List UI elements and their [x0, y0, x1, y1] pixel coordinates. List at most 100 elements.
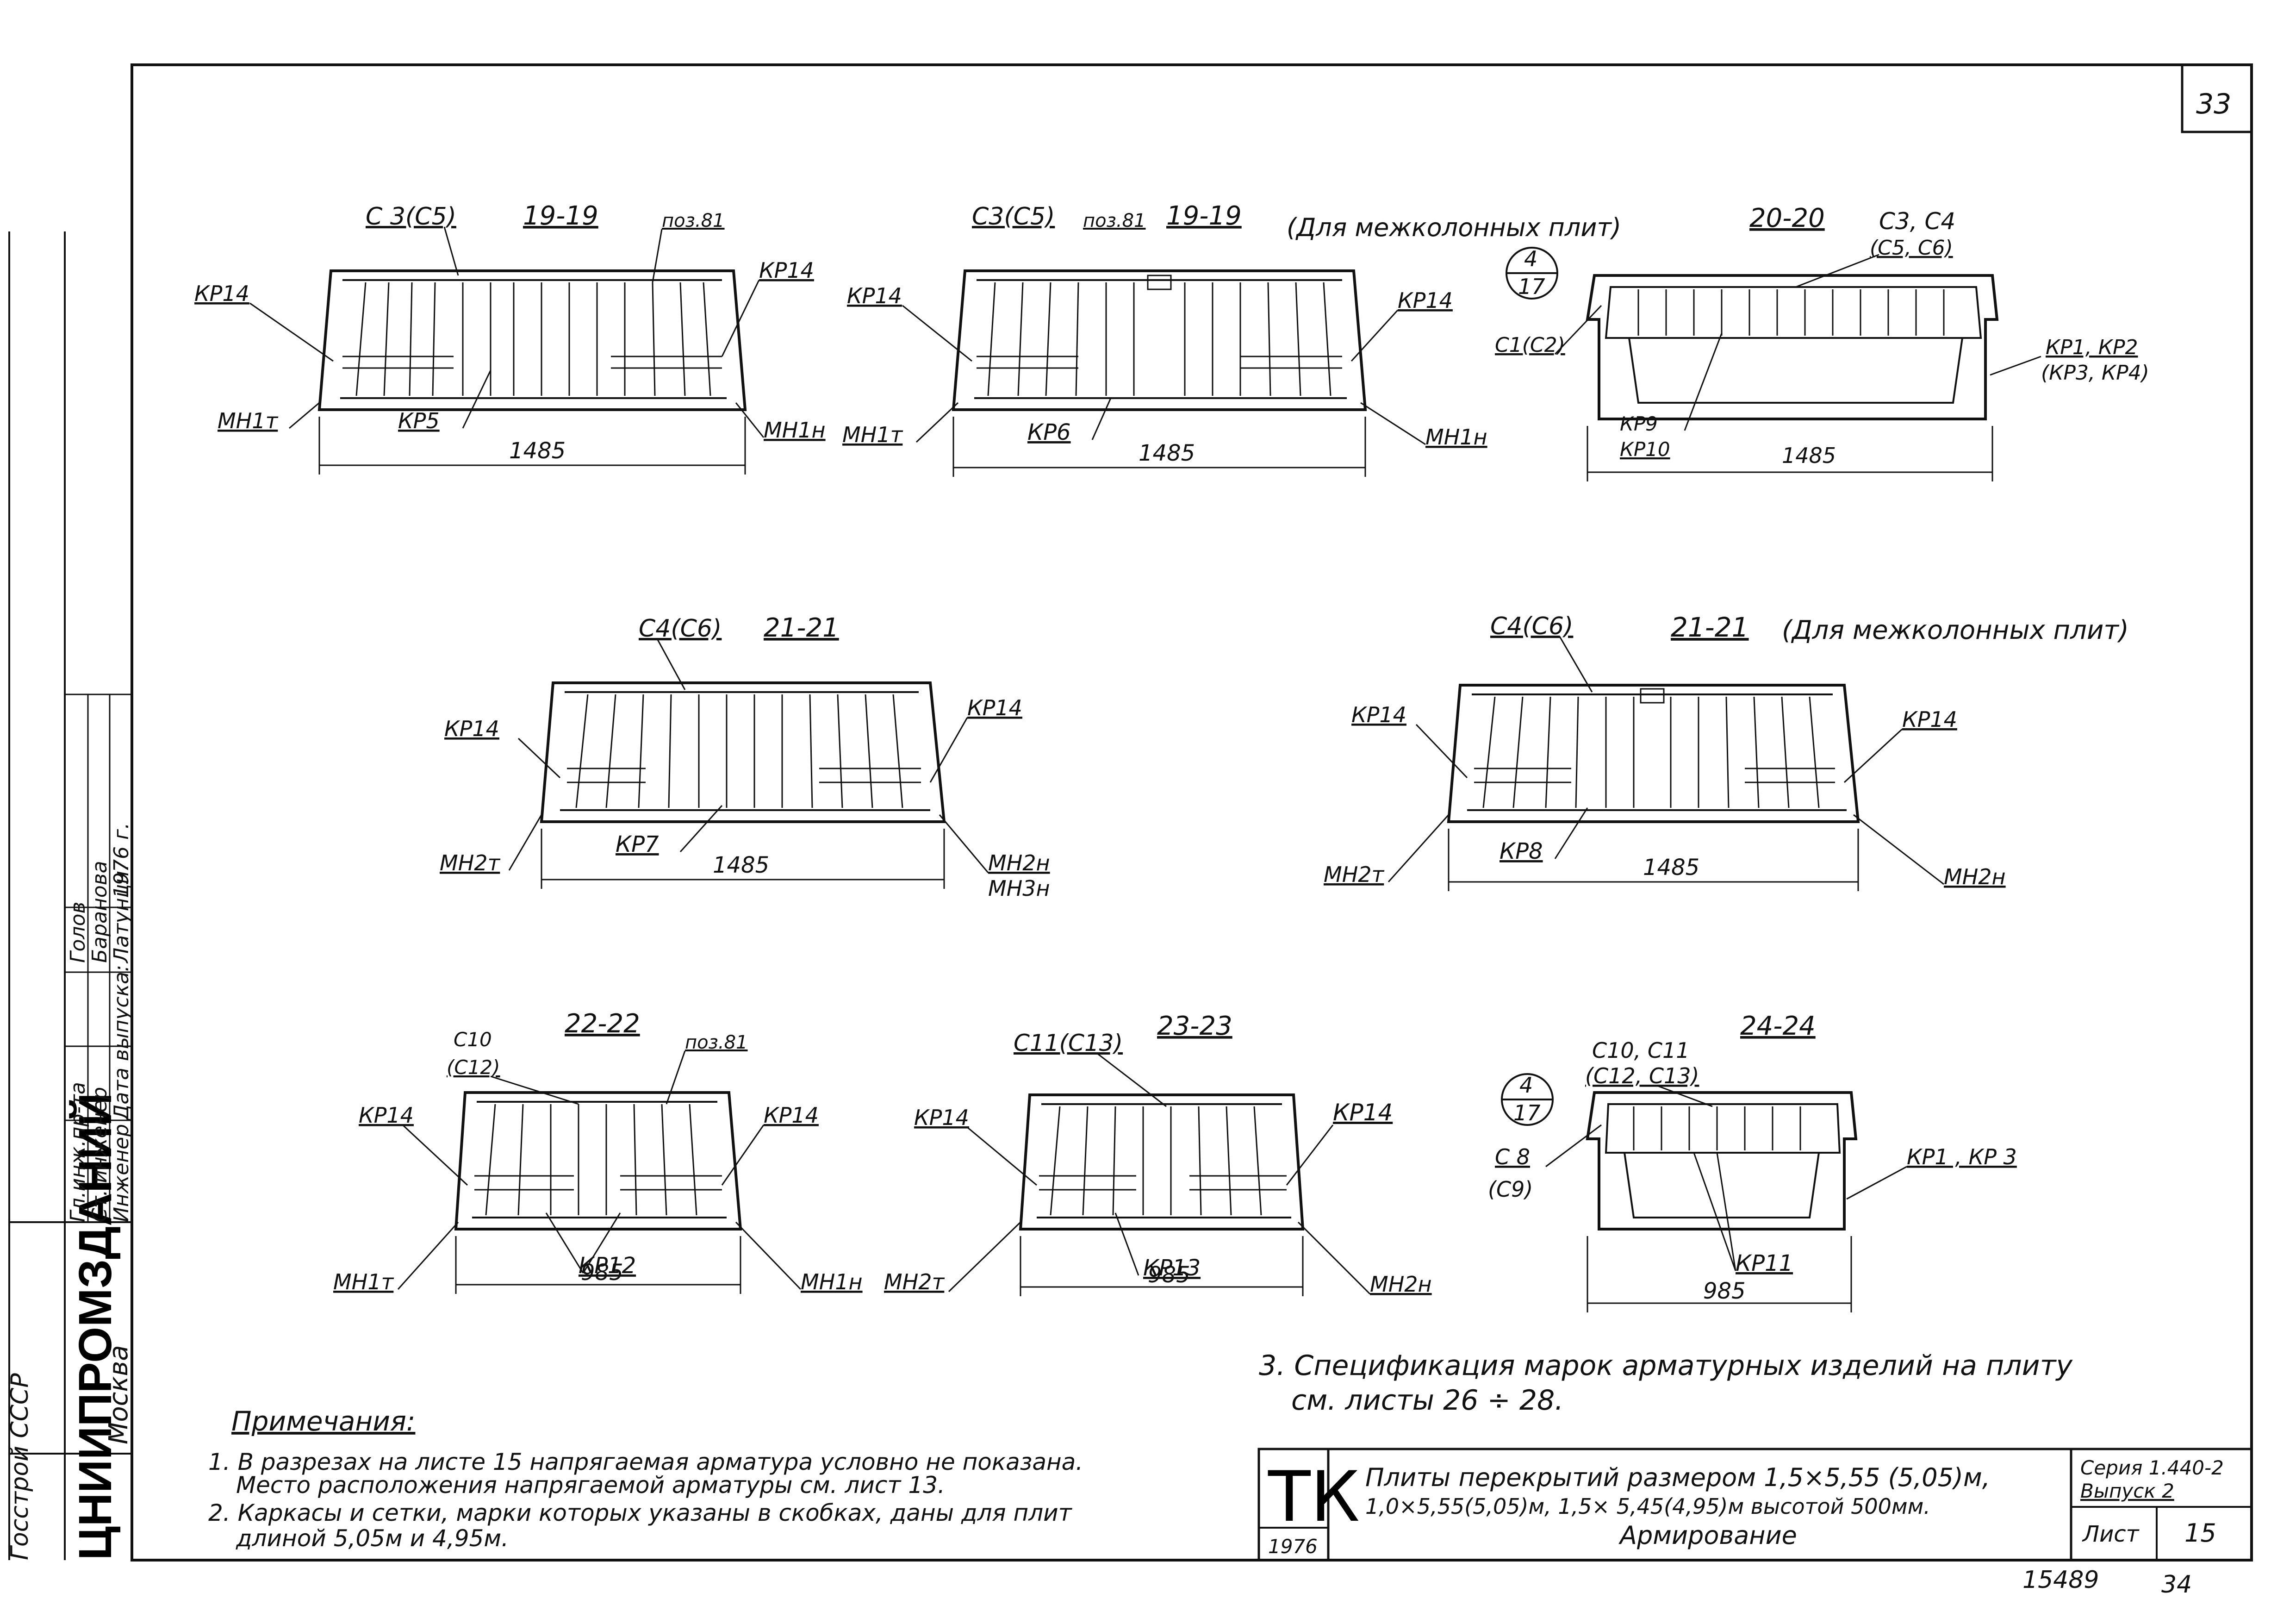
lbl-22-tl: C10 — [454, 1028, 492, 1051]
dim-19a: 1485 — [509, 438, 566, 464]
section-23: 985 23-23 C11(C13) КР14 КР14 МН2т КР13 М… — [884, 1011, 1432, 1297]
dim-24: 985 — [1703, 1278, 1746, 1304]
lbl-21a-bm: КР7 — [616, 831, 659, 857]
stamp-name-3: Латунцн. — [110, 864, 133, 964]
note-2-line1: 2. Каркасы и сетки, марки которых указан… — [208, 1499, 1073, 1526]
lbl-24-bm: КР11 — [1736, 1250, 1793, 1276]
lbl-21b-bl: МН2т — [1324, 862, 1385, 887]
dim-21b: 1485 — [1643, 855, 1699, 881]
note-2-line2: длиной 5,05м и 4,95м. — [236, 1525, 509, 1552]
cut-21a: 21-21 — [764, 613, 839, 643]
lbl-23-bl: МН2т — [884, 1269, 945, 1294]
tb-title-3: Армирование — [1618, 1521, 1797, 1550]
tb-logo: ТК — [1268, 1457, 1360, 1537]
section-22: 985 22-22 C10 (C12) поз.81 КР14 КР14 МН1… — [333, 1009, 863, 1294]
sheet-number-box — [2181, 65, 2252, 133]
tb-sheet-value: 15 — [2184, 1518, 2216, 1548]
lbl-19b-bl: МН1т — [842, 422, 903, 447]
section-21a: 1485 21-21 C4(C6) КР14 КР14 МН2т КР7 МН2… — [440, 613, 1050, 901]
tb-year: 1976 — [1268, 1535, 1318, 1558]
lbl-20-tr: C3, C4 — [1879, 208, 1955, 235]
note-3-line1: 3. Спецификация марок арматурных изделий… — [1259, 1349, 2073, 1382]
lbl-21a-l: КР14 — [444, 716, 499, 741]
lbl-21a-bl: МН2т — [440, 850, 501, 875]
section-21b: 1485 21-21 (Для межколонных плит) C4(C6)… — [1324, 612, 2129, 891]
lbl-19a-bm: КР5 — [398, 408, 440, 433]
dim-20: 1485 — [1782, 443, 1836, 468]
cut-22: 22-22 — [565, 1009, 640, 1039]
lbl-23-r: КР14 — [1333, 1099, 1393, 1126]
stamp-left-edge: Госстрой СССР — [6, 1373, 34, 1560]
cut-19a: 19-19 — [523, 201, 598, 231]
lbl-24-tl: C10, C11 — [1592, 1038, 1690, 1063]
lbl-21a-r: КР14 — [967, 695, 1022, 720]
tb-issue: Выпуск 2 — [2080, 1480, 2174, 1502]
lbl-20-bl2: КР10 — [1620, 438, 1670, 461]
side-stamp: ЦНИИПРОМЗДАНИЙ Москва Госстрой СССР Гл.и… — [6, 65, 134, 1560]
lbl-20-r2: (КР3, КР4) — [2041, 361, 2149, 385]
lbl-21b-l: КР14 — [1351, 702, 1406, 727]
stamp-name-2: Баранова — [88, 861, 112, 963]
lbl-21b-r: КР14 — [1902, 707, 1957, 732]
stamp-role-1: Гл.инж.пр-та — [66, 1082, 90, 1222]
lbl-21a-br2: МН3н — [988, 876, 1050, 901]
lbl-19a-bl: МН1т — [218, 408, 279, 433]
sheet-number: 33 — [2196, 88, 2231, 120]
stamp-city: Москва — [104, 1345, 134, 1444]
dim-19b: 1485 — [1139, 440, 1195, 466]
note-1-line2: Место расположения напрягаемой арматуры … — [236, 1472, 945, 1499]
tb-title-1: Плиты перекрытий размером 1,5×5,55 (5,05… — [1365, 1463, 1990, 1492]
lbl-20-l: C1(C2) — [1495, 333, 1565, 357]
drawing-frame — [131, 63, 2253, 1562]
stamp-org: ЦНИИПРОМЗДАНИЙ — [69, 1093, 121, 1560]
lbl-19b-r: КР14 — [1398, 288, 1453, 313]
lbl-22-tl2: (C12) — [447, 1056, 500, 1079]
lbl-22-l: КР14 — [359, 1103, 414, 1128]
stamp-role-2: Ст. инженер — [88, 1087, 112, 1222]
callout-24-top: 4 — [1519, 1073, 1533, 1098]
notes: 3. Спецификация марок арматурных изделий… — [208, 1349, 2073, 1552]
lbl-21b-tl: C4(C6) — [1490, 612, 1573, 640]
lbl-20-bl: КР9 — [1620, 412, 1658, 435]
lbl-21b-br: МН2н — [1944, 864, 2006, 889]
lbl-19b-bm: КР6 — [1027, 419, 1071, 445]
cut-19b: 19-19 — [1166, 201, 1242, 231]
lbl-21a-br: МН2н — [988, 850, 1050, 875]
section-19a: 1485 19-19 C 3(C5) поз.81 КР14 КР14 МН1т… — [194, 201, 826, 475]
lbl-22-br: МН1н — [801, 1269, 863, 1294]
stamp-date-value: 1976 г. — [110, 823, 133, 898]
page-number: 34 — [2161, 1571, 2192, 1599]
dim-22: 985 — [581, 1260, 623, 1286]
lbl-23-tl: C11(C13) — [1014, 1030, 1123, 1056]
note-21b: (Для межколонных плит) — [1782, 615, 2129, 645]
lbl-23-l: КР14 — [914, 1105, 969, 1130]
tb-series: Серия 1.440-2 — [2080, 1456, 2224, 1479]
archive-number: 15489 — [2022, 1566, 2099, 1594]
section-24: 4 17 985 24-24 C10, C11 (C12, C13) C 8 (… — [1488, 1011, 2017, 1312]
tb-sheet-label: Лист — [2082, 1521, 2140, 1547]
notes-heading: Примечания: — [231, 1405, 415, 1437]
callout-20-top: 4 — [1524, 246, 1537, 271]
lbl-19b-tr: поз.81 — [1083, 210, 1146, 231]
dim-23: 985 — [1148, 1262, 1190, 1288]
lbl-20-r: КР1, КР2 — [2046, 336, 2138, 359]
lbl-19b-br: МН1н — [1425, 425, 1487, 450]
stamp-name-1: Голов — [66, 902, 90, 963]
lbl-22-tr: поз.81 — [685, 1032, 748, 1053]
callout-20-bottom: 17 — [1518, 274, 1545, 299]
note-1-line1: 1. В разрезах на листе 15 напрягаемая ар… — [208, 1449, 1083, 1475]
lbl-24-tl2: (C12, C13) — [1585, 1063, 1699, 1088]
lbl-24-r: КР1 , КР 3 — [1907, 1144, 2017, 1169]
lbl-21a-tl: C4(C6) — [639, 615, 722, 643]
lbl-19b-l: КР14 — [847, 283, 902, 308]
lbl-21b-bm: КР8 — [1500, 838, 1543, 864]
lbl-20-tr2: (C5, C6) — [1870, 236, 1953, 260]
lbl-22-bl: МН1т — [333, 1269, 394, 1294]
lbl-19a-br: МН1н — [764, 418, 826, 443]
lbl-23-br: МН2н — [1370, 1272, 1432, 1297]
tb-title-2: 1,0×5,55(5,05)м, 1,5× 5,45(4,95)м высото… — [1365, 1494, 1930, 1519]
cut-23: 23-23 — [1157, 1011, 1232, 1041]
note-19b: (Для межколонных плит) — [1287, 213, 1621, 242]
callout-24-bottom: 17 — [1513, 1100, 1541, 1125]
